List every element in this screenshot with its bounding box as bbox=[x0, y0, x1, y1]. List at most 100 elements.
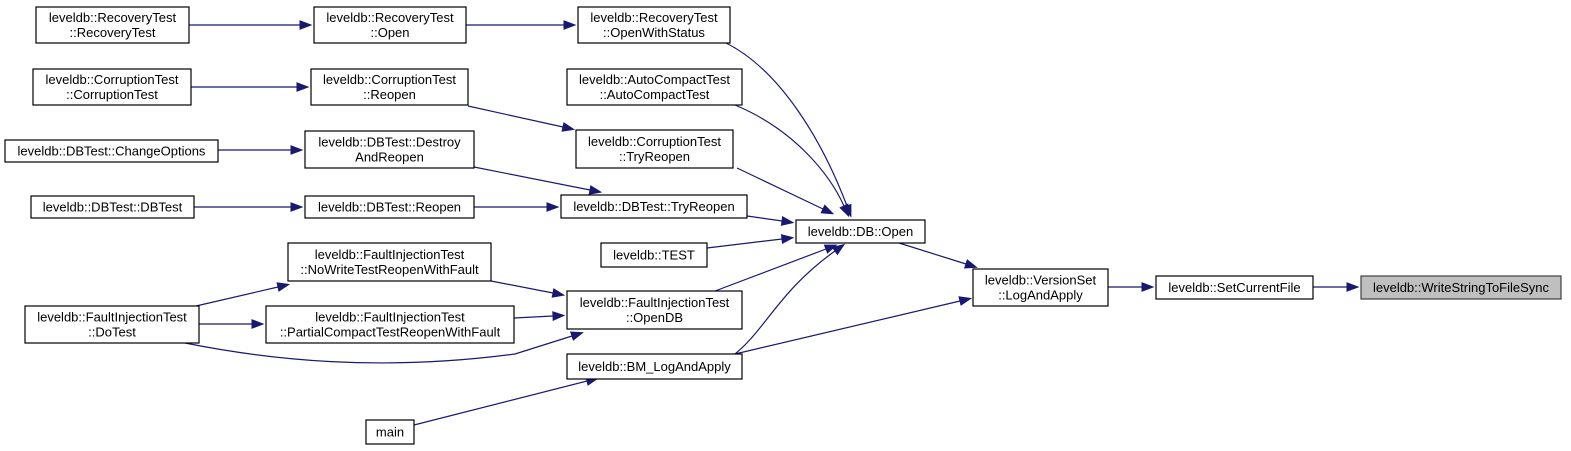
node-fi-opendb[interactable]: leveldb::FaultInjectionTest::OpenDB bbox=[566, 290, 743, 330]
edge-line bbox=[195, 286, 279, 307]
node-box bbox=[365, 419, 415, 445]
node-box bbox=[575, 129, 734, 169]
node-box bbox=[304, 130, 475, 169]
node-bm-logandapply[interactable]: leveldb::BM_LogAndApply bbox=[566, 353, 743, 380]
edge-dbtest-tryreopen-to-db-open bbox=[746, 215, 795, 226]
node-corruption-reopen[interactable]: leveldb::CorruptionTest::Reopen bbox=[310, 68, 469, 106]
call-edges bbox=[184, 20, 1360, 426]
edge-recovery-open-to-recovery-openws bbox=[466, 20, 577, 30]
edge-autocompact-to-db-open bbox=[734, 104, 850, 218]
node-recovery-openws[interactable]: leveldb::RecoveryTest::OpenWithStatus bbox=[577, 6, 731, 44]
arrowhead-icon bbox=[551, 288, 566, 298]
node-box bbox=[24, 305, 200, 344]
node-label: ::NoWriteTestReopenWithFault bbox=[300, 262, 479, 277]
arrowhead-icon bbox=[831, 243, 846, 256]
node-box bbox=[972, 268, 1109, 307]
node-box bbox=[1360, 275, 1562, 300]
arrowhead-icon bbox=[561, 122, 576, 132]
edge-line bbox=[513, 315, 554, 319]
node-box bbox=[35, 6, 190, 44]
arrowhead-icon bbox=[299, 20, 313, 30]
edge-fi-dotest-to-fi-nowrite bbox=[195, 282, 291, 307]
edge-line bbox=[184, 335, 573, 364]
node-corruption-ctor[interactable]: leveldb::CorruptionTest::CorruptionTest bbox=[32, 68, 192, 106]
node-box bbox=[310, 68, 469, 106]
edge-line bbox=[734, 300, 961, 355]
edge-fi-opendb-to-db-open bbox=[714, 244, 838, 292]
node-box bbox=[566, 68, 743, 106]
node-box bbox=[1155, 275, 1314, 300]
arrowhead-icon bbox=[290, 145, 304, 155]
node-dbtest-reopen[interactable]: leveldb::DBTest::Reopen bbox=[304, 195, 475, 219]
node-label: leveldb::CorruptionTest bbox=[46, 72, 179, 87]
arrowhead-icon bbox=[290, 202, 304, 212]
node-label: ::CorruptionTest bbox=[66, 87, 158, 102]
edge-dbtest-ctor-to-dbtest-reopen bbox=[194, 202, 304, 212]
edge-line bbox=[490, 280, 554, 294]
arrowhead-icon bbox=[569, 331, 584, 341]
node-box bbox=[566, 290, 743, 330]
node-setcurrentfile[interactable]: leveldb::SetCurrentFile bbox=[1155, 275, 1314, 300]
node-label: leveldb::TEST bbox=[613, 248, 695, 263]
arrowhead-icon bbox=[839, 203, 850, 218]
arrowhead-icon bbox=[588, 185, 603, 195]
edge-corruption-ctor-to-corruption-reopen bbox=[191, 82, 310, 92]
call-nodes: leveldb::RecoveryTest::RecoveryTestlevel… bbox=[4, 6, 1562, 445]
arrowhead-icon bbox=[780, 234, 795, 244]
node-test[interactable]: leveldb::TEST bbox=[600, 242, 708, 268]
arrowhead-icon bbox=[780, 216, 795, 226]
edge-versionset-logandapply-to-setcurrentfile bbox=[1108, 282, 1155, 292]
node-fi-partial[interactable]: leveldb::FaultInjectionTest::PartialComp… bbox=[265, 305, 515, 344]
arrowhead-icon bbox=[552, 311, 566, 321]
node-fi-nowrite[interactable]: leveldb::FaultInjectionTest::NoWriteTest… bbox=[287, 242, 492, 282]
edge-line bbox=[746, 215, 783, 222]
node-box bbox=[304, 195, 475, 219]
edge-bm-logandapply-to-versionset-logandapply bbox=[734, 296, 973, 355]
node-dbtest-tryreopen[interactable]: leveldb::DBTest::TryReopen bbox=[560, 194, 748, 219]
node-label: main bbox=[376, 425, 404, 440]
node-box bbox=[566, 353, 743, 380]
arrowhead-icon bbox=[820, 204, 835, 215]
edge-test-to-db-open bbox=[706, 234, 795, 249]
node-db-open[interactable]: leveldb::DB::Open bbox=[795, 219, 926, 244]
edge-fi-nowrite-to-fi-opendb bbox=[490, 280, 566, 298]
node-label: ::OpenWithStatus bbox=[603, 25, 705, 40]
edge-line bbox=[413, 380, 588, 426]
node-fi-dotest[interactable]: leveldb::FaultInjectionTest::DoTest bbox=[24, 305, 200, 344]
node-label: AndReopen bbox=[355, 150, 424, 165]
edge-main-to-bm-logandapply bbox=[413, 376, 600, 426]
node-main[interactable]: main bbox=[365, 419, 415, 445]
node-label: leveldb::DBTest::ChangeOptions bbox=[18, 144, 206, 159]
node-dbtest-ctor[interactable]: leveldb::DBTest::DBTest bbox=[30, 195, 195, 219]
node-writestringtofilesync: leveldb::WriteStringToFileSync bbox=[1360, 275, 1562, 300]
node-label: leveldb::FaultInjectionTest bbox=[315, 310, 465, 325]
edge-line bbox=[467, 105, 564, 128]
edge-db-open-to-versionset-logandapply bbox=[898, 242, 978, 269]
node-label: ::AutoCompactTest bbox=[600, 87, 710, 102]
arrowhead-icon bbox=[563, 20, 577, 30]
node-box bbox=[32, 68, 192, 106]
node-box bbox=[795, 219, 926, 244]
node-versionset-logandapply[interactable]: leveldb::VersionSet::LogAndApply bbox=[972, 268, 1109, 307]
node-recovery-ctor[interactable]: leveldb::RecoveryTest::RecoveryTest bbox=[35, 6, 190, 44]
node-label: ::TryReopen bbox=[619, 149, 690, 164]
arrowhead-icon bbox=[296, 82, 310, 92]
edge-line bbox=[706, 238, 783, 249]
node-label: leveldb::BM_LogAndApply bbox=[578, 359, 731, 374]
node-recovery-open[interactable]: leveldb::RecoveryTest::Open bbox=[313, 6, 467, 44]
edge-fi-partial-to-fi-opendb bbox=[513, 311, 566, 321]
node-label: ::LogAndApply bbox=[998, 288, 1083, 303]
node-label: leveldb::DBTest::TryReopen bbox=[573, 199, 734, 214]
node-dbtest-changeoptions[interactable]: leveldb::DBTest::ChangeOptions bbox=[4, 139, 219, 163]
node-autocompact[interactable]: leveldb::AutoCompactTest::AutoCompactTes… bbox=[566, 68, 743, 106]
node-label: leveldb::FaultInjectionTest bbox=[37, 310, 187, 325]
edge-dbtest-changeoptions-to-dbtest-destroyreopen bbox=[218, 145, 304, 155]
node-label: ::Open bbox=[370, 25, 409, 40]
node-label: leveldb::VersionSet bbox=[985, 273, 1097, 288]
node-label: leveldb::RecoveryTest bbox=[49, 10, 177, 25]
node-label: leveldb::FaultInjectionTest bbox=[315, 247, 465, 262]
node-label: leveldb::DBTest::DBTest bbox=[43, 200, 183, 215]
node-corruption-tryreopen[interactable]: leveldb::CorruptionTest::TryReopen bbox=[575, 129, 734, 169]
